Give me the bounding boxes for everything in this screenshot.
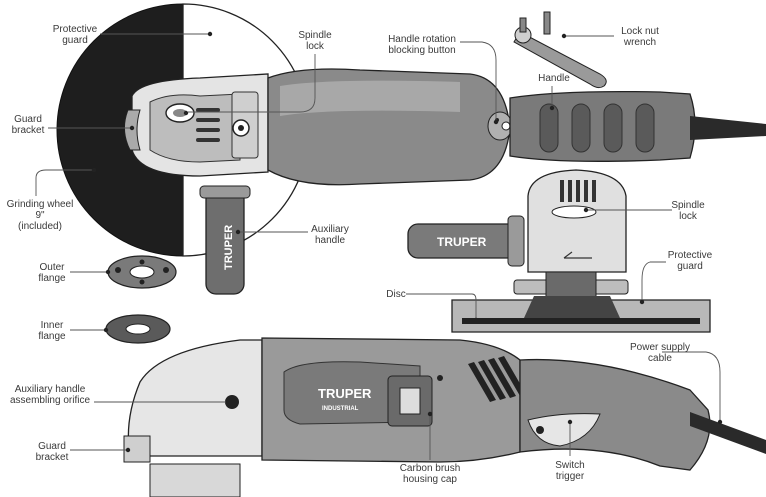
top-aux-handle-brand: TRUPER <box>223 225 235 270</box>
label-line: flange <box>38 273 66 284</box>
label-line: (included) <box>18 221 62 232</box>
leader-lines <box>35 31 723 460</box>
inner-flange-illustration <box>105 314 171 344</box>
label-line: bracket <box>12 125 45 136</box>
label-line: housing cap <box>403 474 457 485</box>
label-line: 9" <box>35 210 45 221</box>
label-line: Protective <box>53 24 98 35</box>
label-line: Guard <box>14 114 42 125</box>
label-line: Inner <box>41 320 64 331</box>
label-line: flange <box>38 331 66 342</box>
label-handle: Handle <box>538 73 570 84</box>
label-line: Spindle <box>298 30 332 41</box>
label-line: Guard <box>38 441 66 452</box>
side-aux-handle-brand: TRUPER <box>437 235 487 249</box>
label-line: Handle <box>538 73 570 84</box>
label-line: Carbon brush <box>400 463 461 474</box>
label-line: Grinding wheel <box>7 199 74 210</box>
label-line: guard <box>677 261 703 272</box>
label-line: Spindle <box>671 200 705 211</box>
outer-flange-illustration <box>107 255 177 289</box>
side-view-illustration: TRUPER <box>407 169 711 333</box>
bottom-brand-sub: INDUSTRIAL <box>322 406 359 412</box>
label-line: Lock nut <box>621 26 659 37</box>
label-line: lock <box>679 211 698 222</box>
label-line: Switch <box>555 460 584 471</box>
label-line: bracket <box>36 452 69 463</box>
label-line: Disc <box>386 289 405 300</box>
label-line: Auxiliary handle <box>15 384 86 395</box>
label-line: Handle rotation <box>388 34 456 45</box>
label-line: blocking button <box>388 45 455 56</box>
label-line: Auxiliary <box>311 224 349 235</box>
lock-nut-wrench-illustration <box>513 11 607 89</box>
label-line: Power supply <box>630 342 690 353</box>
label-line: Protective <box>668 250 713 261</box>
label-line: cable <box>648 353 672 364</box>
bottom-brand-name: TRUPER <box>318 386 372 401</box>
bottom-grinder-illustration: TRUPER INDUSTRIAL <box>123 337 766 497</box>
label-line: trigger <box>556 471 585 482</box>
label-line: handle <box>315 235 345 246</box>
label-line: lock <box>306 41 325 52</box>
label-line: Outer <box>39 262 65 273</box>
label-line: guard <box>62 35 88 46</box>
label-disc: Disc <box>386 289 405 300</box>
label-line: assembling orifice <box>10 395 90 406</box>
top-grinder-illustration: TRUPER <box>56 3 766 295</box>
label-line: wrench <box>623 37 656 48</box>
